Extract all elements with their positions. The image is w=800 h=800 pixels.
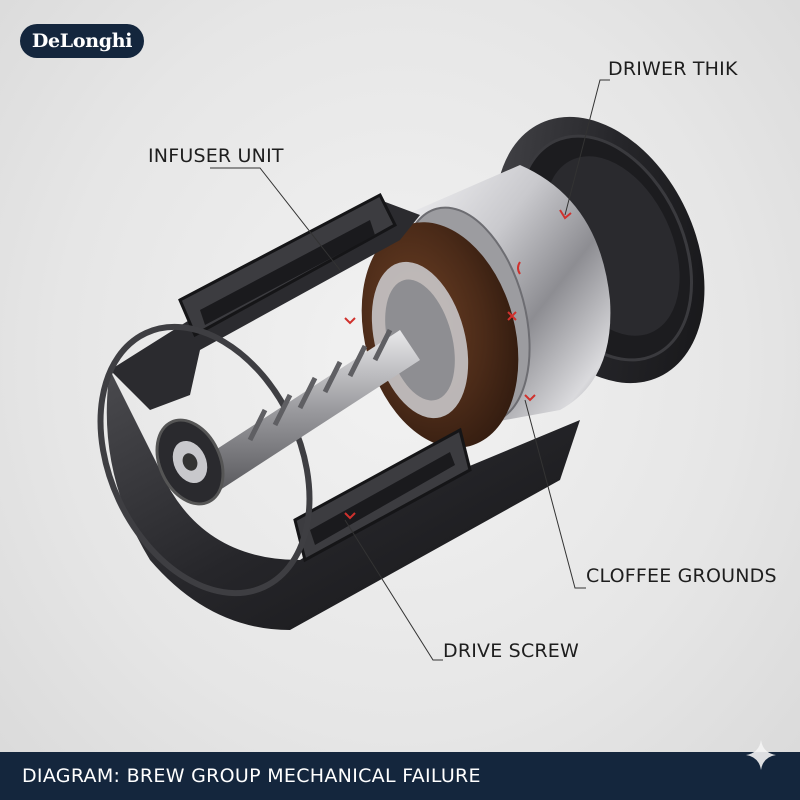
callout-infuser-unit-label: INFUSER UNIT bbox=[148, 145, 284, 167]
infuser-housing bbox=[97, 192, 581, 630]
logo-text: DeLonghi bbox=[31, 30, 133, 52]
callout-coffee-grounds-label: CLOFFEE GROUNDS bbox=[586, 565, 777, 587]
footer-title: DIAGRAM: BREW GROUP MECHANICAL FAILURE bbox=[22, 765, 481, 787]
brew-group-cutaway-illustration bbox=[97, 79, 705, 661]
callout-driver-label: DRIWER THIK bbox=[608, 58, 738, 80]
delonghi-logo: DeLonghi bbox=[20, 24, 144, 58]
callout-drive-screw-label: DRIVE SCREW bbox=[443, 640, 579, 662]
callout-leader-lines bbox=[210, 79, 610, 661]
drive-screw bbox=[155, 328, 420, 506]
failure-marker-icon bbox=[344, 209, 572, 520]
sparkle-icon bbox=[746, 740, 776, 770]
footer-bar: DIAGRAM: BREW GROUP MECHANICAL FAILURE bbox=[0, 752, 800, 800]
